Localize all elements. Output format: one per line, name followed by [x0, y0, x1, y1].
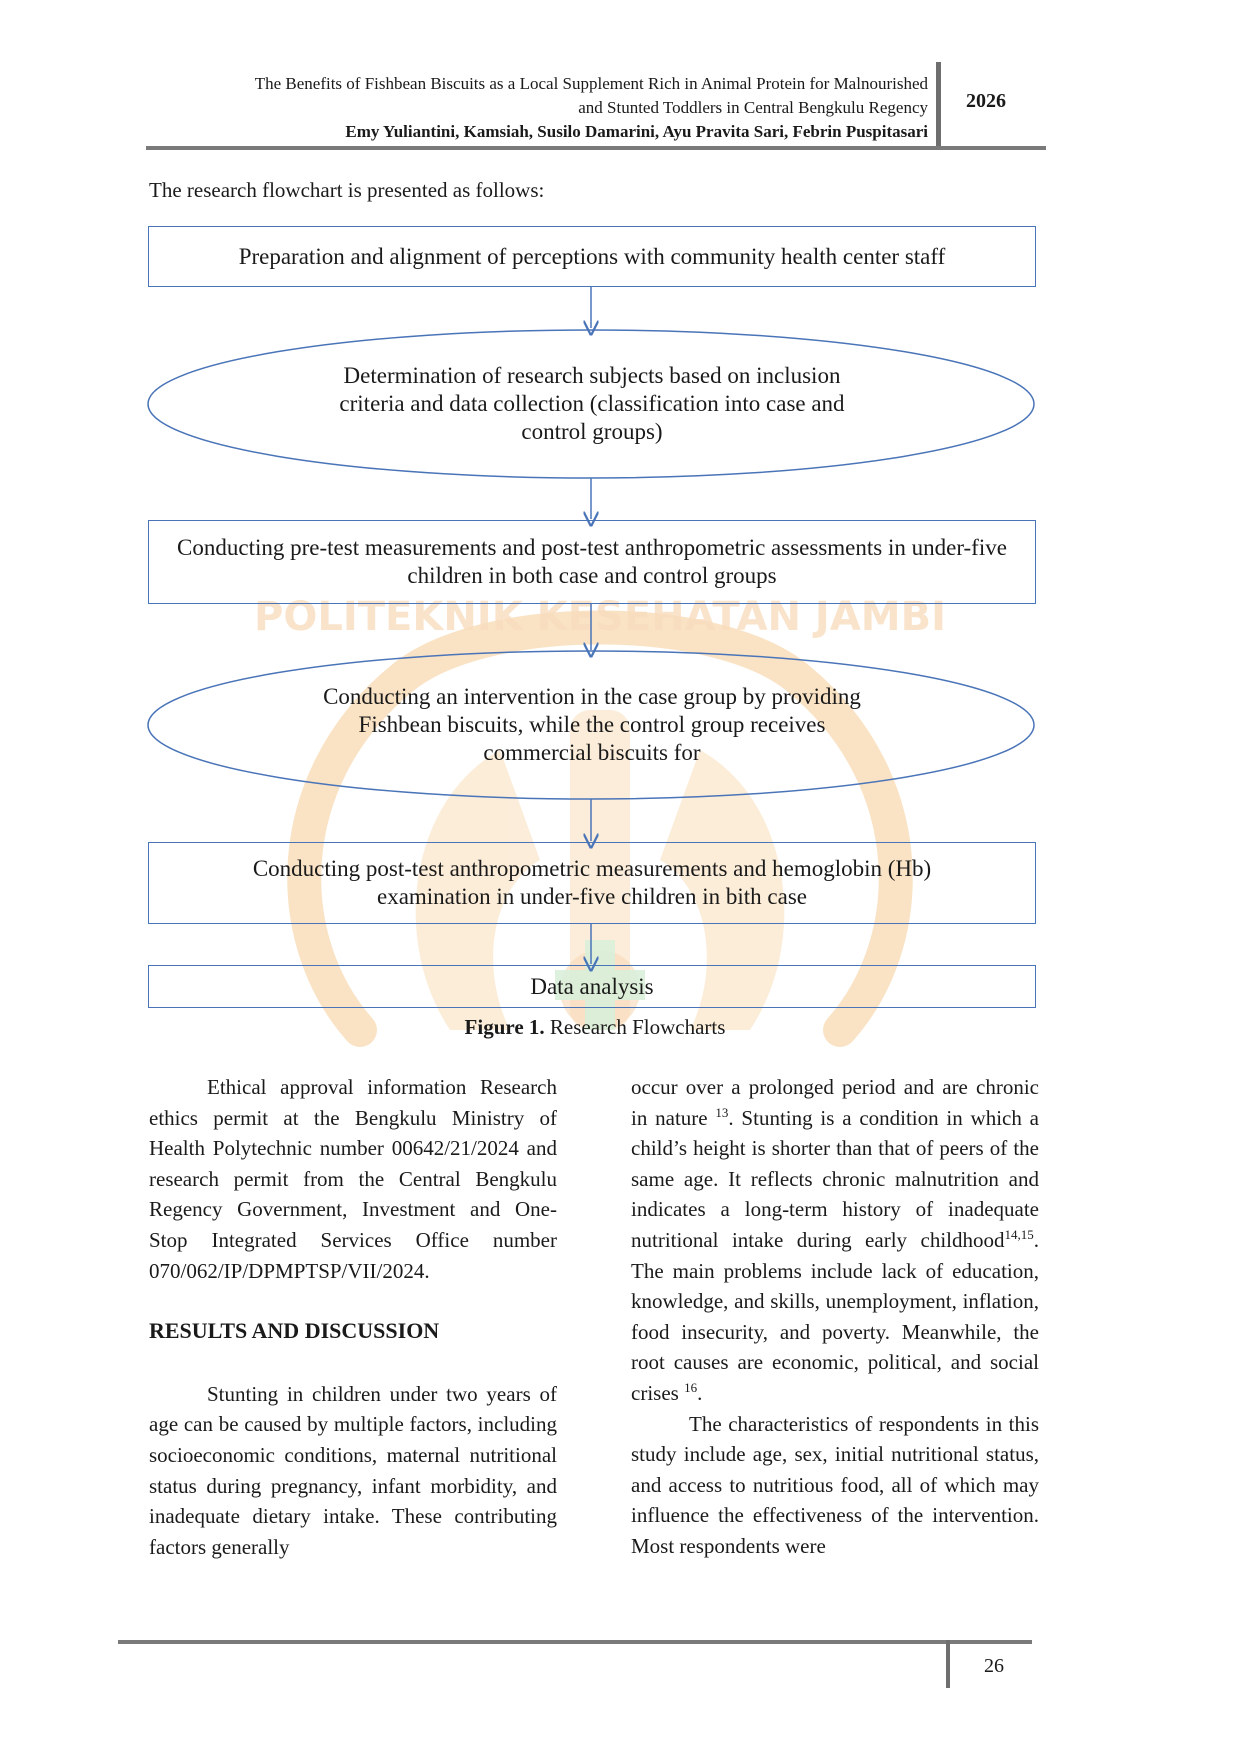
text-span: . The main problems include lack of educ…: [631, 1227, 1039, 1405]
figure-caption-text: Research Flowcharts: [544, 1015, 726, 1039]
text-span: occur over a prolonged period and are ch…: [631, 1075, 1039, 1130]
stunting-paragraph: Stunting in children under two years of …: [149, 1381, 557, 1559]
flow-step-6-text: Data analysis: [530, 973, 654, 999]
flow-step-4: Conducting an intervention in the case g…: [148, 651, 1036, 799]
header-rule: [146, 146, 1046, 150]
flowchart-intro: The research flowchart is presented as f…: [149, 178, 545, 202]
flow-step-4-text: Conducting an intervention in the case g…: [323, 684, 861, 765]
header-title-line1: The Benefits of Fishbean Biscuits as a L…: [254, 74, 928, 93]
figure-caption: Figure 1. Research Flowcharts: [0, 1015, 1190, 1040]
text-span: . Stunting is a condition in which a chi…: [631, 1105, 1039, 1252]
right-column: occur over a prolonged period and are ch…: [631, 1072, 1039, 1562]
stunting-continued-paragraph: occur over a prolonged period and are ch…: [631, 1072, 1039, 1409]
flow-step-6: Data analysis: [148, 965, 1036, 1008]
watermark-text: POLITEKNIK KESEHATAN JAMBI: [254, 594, 946, 640]
flow-step-2: Determination of research subjects based…: [148, 330, 1036, 478]
header-title-line2: and Stunted Toddlers in Central Bengkulu…: [578, 98, 928, 117]
figure-caption-label: Figure 1.: [464, 1015, 545, 1039]
ethics-paragraph: Ethical approval information Research et…: [149, 1075, 557, 1283]
flow-step-2-text: Determination of research subjects based…: [339, 363, 845, 444]
respondents-paragraph: The characteristics of respondents in th…: [631, 1411, 1039, 1558]
footer-rule: [118, 1640, 1032, 1644]
flow-step-1-text: Preparation and alignment of perceptions…: [238, 243, 946, 269]
text-span: .: [697, 1380, 703, 1405]
running-header: The Benefits of Fishbean Biscuits as a L…: [148, 72, 928, 144]
flow-step-3-text: Conducting pre-test measurements and pos…: [177, 535, 1007, 588]
flow-step-3: Conducting pre-test measurements and pos…: [148, 520, 1036, 604]
footer-divider-vertical: [946, 1640, 950, 1688]
left-column: Ethical approval information Research et…: [149, 1072, 557, 1562]
reference-14-15: 14,15: [1004, 1226, 1034, 1242]
header-divider-vertical: [936, 62, 941, 150]
flow-step-5-text: Conducting post-test anthropometric meas…: [252, 856, 932, 909]
header-authors: Emy Yuliantini, Kamsiah, Susilo Damarini…: [345, 122, 928, 141]
reference-13: 13: [715, 1104, 729, 1120]
flow-step-5: Conducting post-test anthropometric meas…: [148, 842, 1036, 924]
header-year: 2026: [966, 90, 1006, 112]
reference-16: 16: [684, 1379, 698, 1395]
page-number: 26: [984, 1655, 1004, 1677]
section-heading: RESULTS AND DISCUSSION: [149, 1318, 440, 1344]
flow-step-1: Preparation and alignment of perceptions…: [148, 226, 1036, 287]
watermark-seal: POLITEKNIK KESEHATAN JAMBI: [254, 594, 946, 1047]
